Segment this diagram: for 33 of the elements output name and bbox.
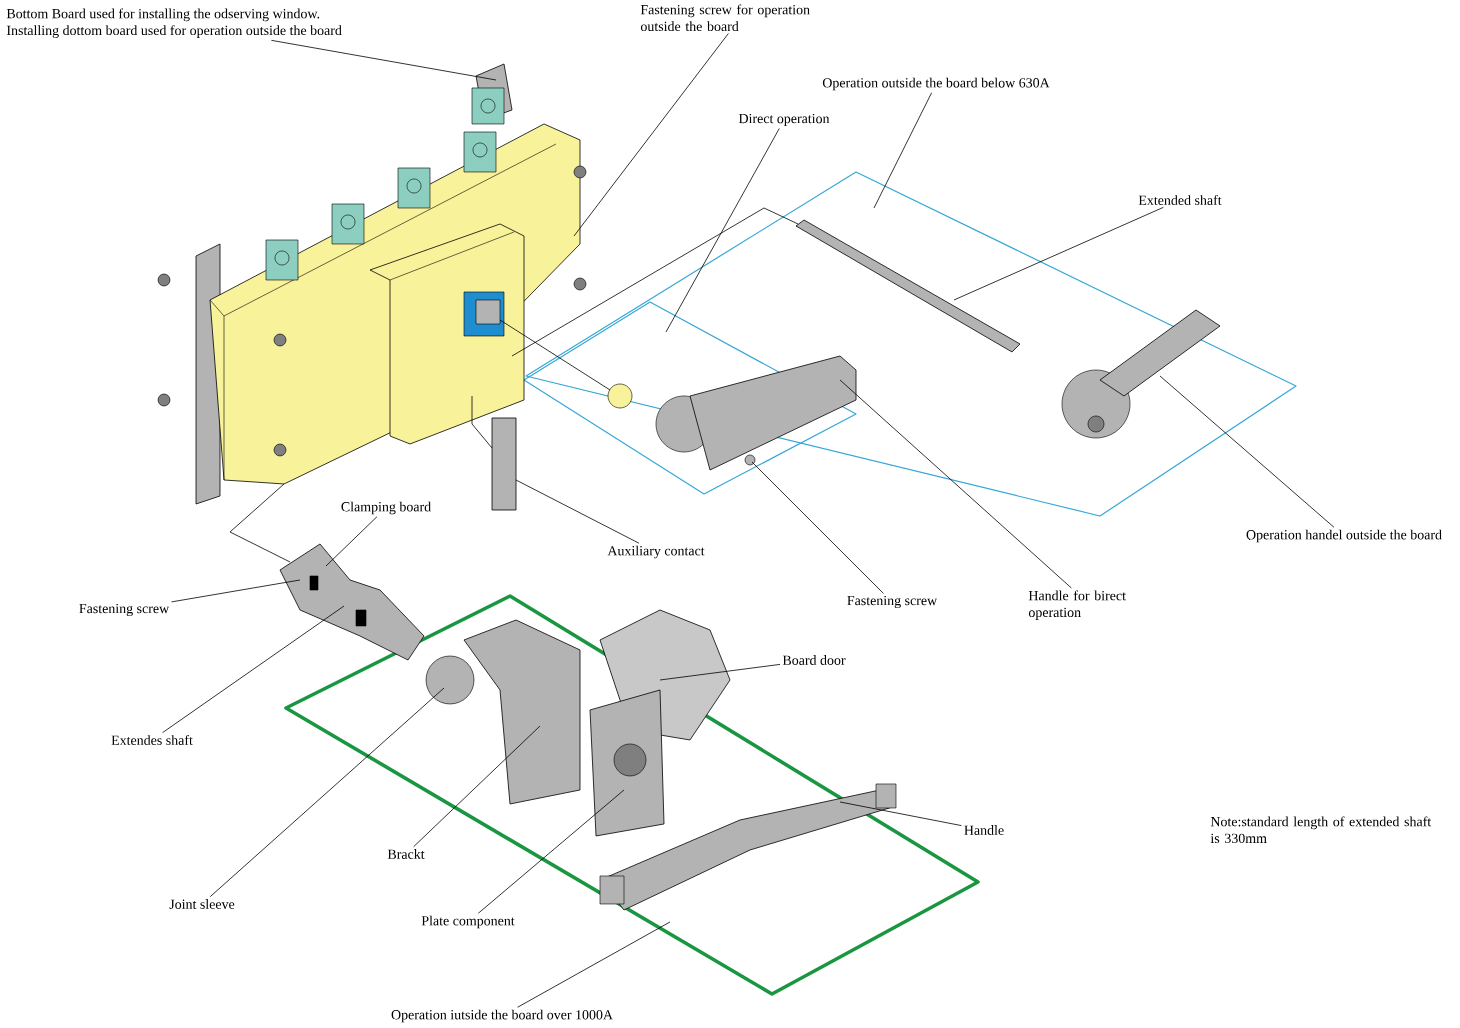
leader-line bbox=[839, 379, 1072, 589]
joint-sleeve-drawing bbox=[425, 655, 475, 705]
leader-line bbox=[515, 479, 640, 544]
leader-line bbox=[325, 516, 378, 567]
clamping-board-drawing bbox=[279, 543, 425, 661]
outside-handle-drawing bbox=[1061, 309, 1221, 439]
leader-line bbox=[209, 687, 445, 898]
assembly-line bbox=[499, 319, 611, 391]
leader-line bbox=[271, 39, 497, 81]
leader-line bbox=[162, 605, 345, 733]
plate-drawing bbox=[589, 689, 665, 837]
leader-line bbox=[873, 92, 933, 209]
leader-line bbox=[573, 33, 729, 237]
bracket-drawing bbox=[463, 619, 581, 805]
panel-outline bbox=[525, 171, 1297, 517]
screw-drawing bbox=[744, 454, 756, 466]
leader-line bbox=[659, 664, 781, 681]
leader-line bbox=[751, 461, 884, 594]
extended-shaft-drawing bbox=[795, 219, 1021, 353]
assembly-line bbox=[471, 395, 493, 449]
assembly-line bbox=[229, 483, 291, 563]
leader-line bbox=[953, 206, 1164, 301]
assembly-line bbox=[511, 207, 799, 357]
leader-line bbox=[665, 128, 780, 333]
leader-line bbox=[171, 579, 301, 603]
leader-line bbox=[477, 789, 625, 914]
leader-line bbox=[1159, 375, 1335, 528]
switch-drawing bbox=[157, 87, 587, 505]
leader-line bbox=[839, 801, 962, 826]
direct-handle-drawing bbox=[607, 355, 857, 471]
leader-line bbox=[517, 921, 671, 1008]
leader-line bbox=[413, 725, 541, 848]
auxiliary-contact-drawing bbox=[491, 417, 517, 511]
